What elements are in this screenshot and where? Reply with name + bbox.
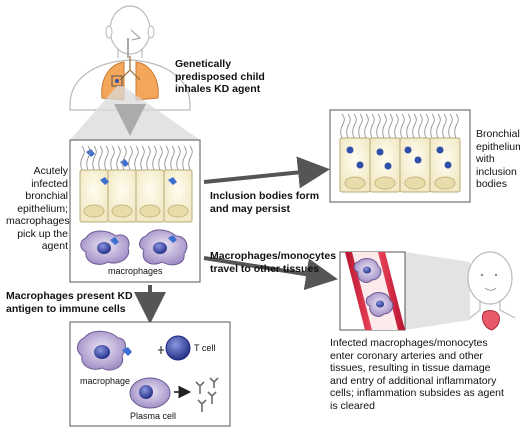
inclusion-form-line: Inclusion bodies form bbox=[210, 190, 320, 202]
acute-epithelium-label: Acutely infected bronchial epithelium; m… bbox=[6, 165, 70, 253]
bronchial-inclusion-label: Bronchial epithelium with inclusion bodi… bbox=[476, 128, 520, 191]
cilium bbox=[158, 145, 163, 171]
acute-line: epithelium; bbox=[17, 202, 68, 215]
cilium bbox=[122, 145, 127, 171]
zoom-shadow-top bbox=[70, 86, 200, 140]
bronchial-line: epithelium bbox=[476, 140, 520, 153]
cilium bbox=[436, 113, 441, 139]
travel-line: travel to other tissues bbox=[210, 262, 320, 275]
cilium bbox=[412, 113, 417, 139]
inclusion-form-line: and may persist bbox=[210, 202, 290, 215]
cilium bbox=[388, 113, 393, 139]
cilium bbox=[394, 113, 399, 139]
description-line: cells; inflammation subsides as agent bbox=[330, 387, 504, 399]
description-line: Infected macrophages/monocytes bbox=[330, 337, 488, 349]
acute-line: infected bbox=[31, 177, 68, 190]
zoom-shadow-artery bbox=[405, 252, 470, 330]
cilium bbox=[98, 145, 103, 171]
description-line: enter coronary arteries and other bbox=[330, 349, 483, 362]
acute-line: macrophages bbox=[6, 215, 70, 227]
bronchial-line: bodies bbox=[476, 178, 507, 190]
cilium bbox=[164, 145, 169, 171]
travel-label: Macrophages/monocytes travel to other ti… bbox=[210, 250, 336, 275]
bronchial-line: with inclusion bbox=[476, 153, 517, 178]
cilium bbox=[128, 145, 133, 171]
cilium bbox=[364, 113, 369, 139]
cilium bbox=[370, 113, 375, 139]
t-cell-label: T cell bbox=[194, 343, 216, 353]
cilium bbox=[358, 113, 363, 139]
t-cell bbox=[158, 335, 191, 361]
child-inhales-line: Genetically bbox=[175, 58, 232, 70]
child-inhales-label: Genetically predisposed child inhales KD… bbox=[175, 58, 265, 96]
description-line: and entry of additional inflammatory bbox=[330, 374, 497, 387]
inclusion-cells bbox=[339, 137, 461, 193]
cilium bbox=[134, 145, 139, 171]
cilium bbox=[86, 145, 91, 171]
cilium bbox=[146, 145, 151, 171]
antigen-presenting-macrophage bbox=[77, 330, 132, 371]
cilium bbox=[400, 113, 405, 139]
inclusion-form-label: Inclusion bodies form and may persist bbox=[210, 190, 319, 215]
bronchial-line: Bronchial bbox=[476, 128, 520, 140]
acute-line: pick up the bbox=[17, 227, 68, 240]
cilium bbox=[346, 113, 351, 139]
plasma-cell bbox=[129, 377, 192, 409]
cilium bbox=[182, 145, 187, 171]
macrophage-label: macrophage bbox=[80, 376, 131, 386]
cilium bbox=[448, 113, 453, 139]
cilium bbox=[152, 145, 157, 171]
description-line: is cleared bbox=[330, 399, 375, 412]
acute-epithelium-cells bbox=[79, 149, 193, 223]
acute-line: Acutely bbox=[33, 165, 68, 177]
cilium bbox=[170, 145, 175, 171]
cilium bbox=[104, 145, 109, 171]
cilium bbox=[382, 113, 387, 139]
macrophages-label: macrophages bbox=[108, 266, 163, 276]
infected-description: Infected macrophages/monocytes enter cor… bbox=[330, 337, 518, 412]
present-line: Macrophages present KD bbox=[6, 290, 133, 302]
child-figure bbox=[69, 5, 191, 111]
cilium bbox=[176, 145, 181, 171]
coronary-artery bbox=[345, 252, 405, 330]
child-head-right bbox=[467, 251, 516, 331]
present-antigen-label: Macrophages present KD antigen to immune… bbox=[6, 290, 133, 315]
cilium bbox=[188, 145, 193, 171]
cilium bbox=[140, 145, 145, 171]
child-inhales-line: predisposed child bbox=[175, 70, 265, 83]
cilium bbox=[430, 113, 435, 139]
cilium bbox=[424, 113, 429, 139]
macrophage-pair bbox=[80, 229, 188, 266]
cilium bbox=[116, 145, 121, 171]
cilium bbox=[80, 145, 85, 171]
acute-line: agent bbox=[41, 240, 68, 252]
cilium bbox=[352, 113, 357, 139]
cilium bbox=[406, 113, 411, 139]
arrow-inclusion bbox=[203, 156, 330, 189]
arrow-travel bbox=[203, 256, 338, 291]
present-line: antigen to immune cells bbox=[6, 302, 126, 315]
child-inhales-line: inhales KD agent bbox=[175, 83, 261, 95]
antibodies bbox=[195, 377, 219, 412]
cilium bbox=[454, 113, 459, 139]
cilium bbox=[92, 145, 97, 171]
travel-line: Macrophages/monocytes bbox=[210, 250, 337, 262]
description-line: tissues, resulting in tissue damage bbox=[330, 362, 491, 374]
cilium bbox=[442, 113, 447, 139]
cilium bbox=[110, 145, 115, 171]
cilium bbox=[376, 113, 381, 139]
plasma-cell-label: Plasma cell bbox=[130, 411, 177, 421]
cilium bbox=[340, 113, 345, 139]
acute-line: bronchial bbox=[25, 190, 68, 202]
cilium bbox=[418, 113, 423, 139]
